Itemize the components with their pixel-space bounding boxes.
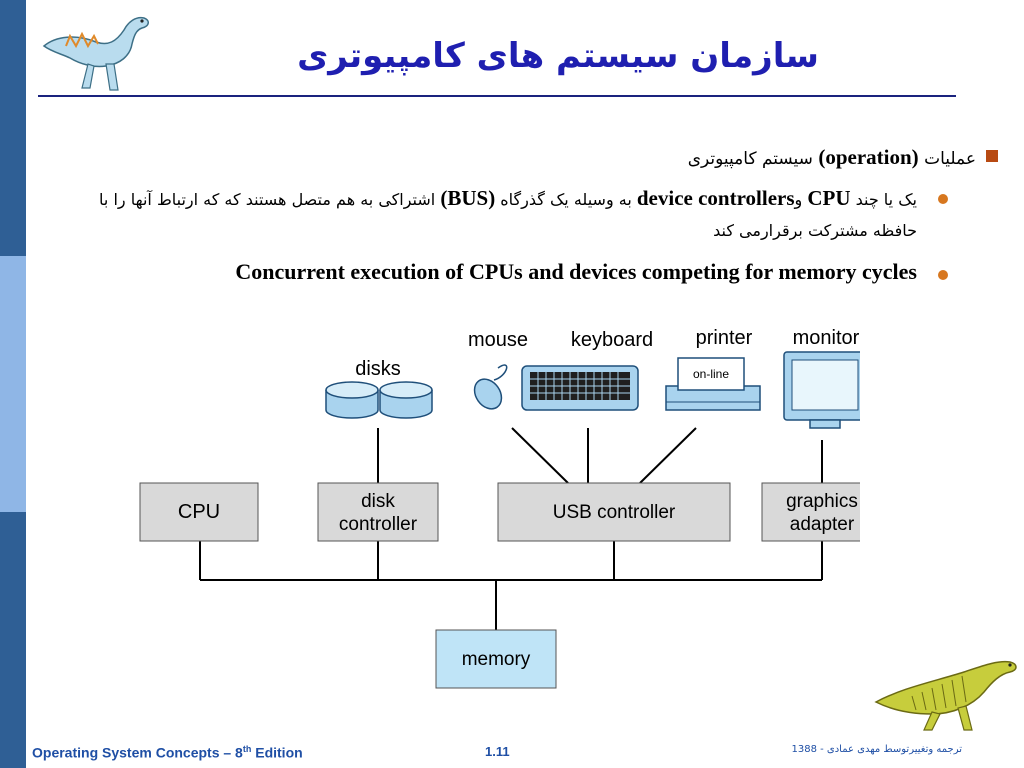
- dinosaur-logo-icon: [42, 16, 149, 91]
- left-strip-top: [0, 0, 26, 256]
- graphics-adapter-label-line2: adapter: [790, 514, 855, 535]
- printer-status-label: on-line: [693, 367, 729, 381]
- printer-icon: [665, 357, 761, 411]
- mouse-label: mouse: [468, 329, 528, 351]
- footer-book-title-main: Operating System Concepts – 8: [32, 744, 243, 761]
- left-strip-bottom: [0, 512, 26, 768]
- bullet-bus-description: یک یا چند CPU وdevice controllers به وسی…: [97, 183, 917, 246]
- square-bullet-icon: [986, 150, 998, 162]
- round-bullet-icon: [938, 194, 948, 204]
- page-title: سازمان سیستم های کامپیوتری: [297, 36, 819, 76]
- footer-book-title-tail: Edition: [251, 744, 303, 761]
- bullet-operation: عملیات (operation) سیستم کامپیوتری: [688, 145, 976, 170]
- bus-text-and: و: [794, 190, 808, 209]
- printer-label: printer: [696, 327, 753, 349]
- computer-system-diagram: disks mouse keyboard printer on-line mon…: [120, 318, 860, 694]
- disk-controller-label-line1: disk: [361, 491, 395, 512]
- monitor-label: monitor: [793, 327, 860, 349]
- disk-controller-box: disk controller: [317, 482, 439, 542]
- cpu-term: CPU: [807, 186, 851, 210]
- bus-text-middle: به وسیله یک گذرگاه: [495, 190, 637, 209]
- bus-term: (BUS): [440, 186, 496, 210]
- dinosaur-skeleton-icon: [874, 660, 1017, 731]
- title-divider: [38, 95, 956, 97]
- monitor-icon: [783, 351, 860, 429]
- bullet-operation-term: (operation): [818, 145, 919, 169]
- page-number: 1.11: [485, 744, 510, 759]
- device-controllers-term: device controllers: [636, 186, 795, 210]
- usb-controller-label: USB controller: [553, 502, 676, 523]
- keyboard-icon: [521, 365, 639, 411]
- graphics-adapter-label-line1: graphics: [786, 491, 858, 512]
- bullet-operation-prefix: عملیات: [918, 149, 976, 169]
- bullet-operation-suffix: سیستم کامپیوتری: [687, 149, 819, 169]
- footer-translator-credit: ترجمه وتغییرتوسط مهدی عمادی - 1388: [791, 744, 962, 755]
- disks-icon: [325, 381, 433, 419]
- system-bus: [199, 427, 823, 630]
- disks-label: disks: [355, 358, 401, 380]
- memory-label: memory: [462, 649, 531, 670]
- cpu-label: CPU: [178, 501, 220, 523]
- cpu-box: CPU: [139, 482, 259, 542]
- footer-book-title-sup: th: [242, 744, 252, 754]
- left-strip-middle: [0, 256, 26, 512]
- bus-text-prefix: یک یا چند: [850, 190, 917, 209]
- disk-controller-label-line2: controller: [339, 514, 418, 535]
- keyboard-label: keyboard: [571, 329, 653, 351]
- bullet-concurrent-execution: Concurrent execution of CPUs and devices…: [235, 259, 917, 284]
- round-bullet-icon: [938, 270, 948, 280]
- footer-book-title: Operating System Concepts – 8th Edition: [32, 744, 303, 761]
- bus-text-suffix: اشتراکی به هم متصل هستند که که ارتباط آن…: [99, 190, 917, 240]
- graphics-adapter-box: graphics adapter: [761, 482, 860, 542]
- usb-controller-box: USB controller: [497, 482, 731, 542]
- memory-box: memory: [435, 629, 557, 689]
- mouse-icon: [473, 364, 508, 410]
